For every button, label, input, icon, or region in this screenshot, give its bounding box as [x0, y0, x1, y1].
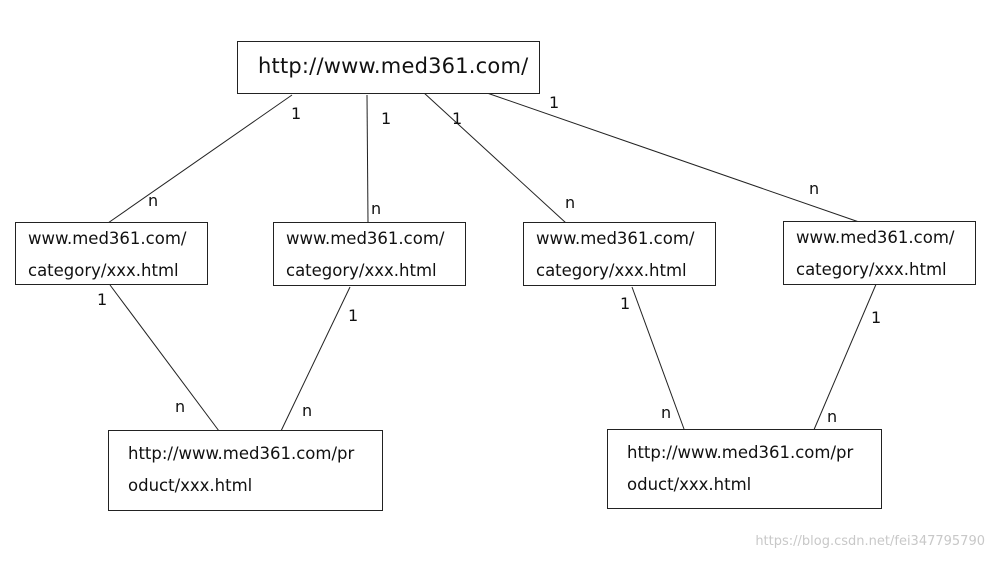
edge7-many-label: n	[661, 403, 672, 422]
edge2-one-label: 1	[381, 109, 392, 128]
edge6-many-label: n	[302, 401, 313, 420]
edge4-many-label: n	[809, 179, 820, 198]
category-url-line2: category/xxx.html	[28, 261, 179, 280]
edge7-one-label: 1	[620, 294, 631, 313]
edge3-many-label: n	[565, 193, 576, 212]
edge-cat4-prod2	[812, 281, 878, 433]
category-url-line1: www.med361.com/	[536, 229, 695, 248]
product-url-line1: http://www.med361.com/pr	[627, 443, 854, 462]
edge8-many-label: n	[827, 407, 838, 426]
edge4-one-label: 1	[549, 93, 560, 112]
category-node-3: www.med361.com/ category/xxx.html	[523, 222, 716, 286]
category-node-1: www.med361.com/ category/xxx.html	[15, 222, 208, 285]
product-url-line1: http://www.med361.com/pr	[128, 444, 355, 463]
category-url-line1: www.med361.com/	[796, 228, 955, 247]
watermark: https://blog.csdn.net/fei347795790	[755, 534, 985, 549]
edge-cat3-prod2	[631, 286, 685, 430]
edge-root-cat3	[422, 91, 567, 224]
root-url: http://www.med361.com/	[258, 54, 529, 78]
product-url-line2: oduct/xxx.html	[627, 475, 752, 494]
edge8-one-label: 1	[871, 308, 882, 327]
product-node-1: http://www.med361.com/pr oduct/xxx.html	[108, 430, 383, 511]
edge-cat2-prod1	[280, 286, 351, 432]
product-node-2: http://www.med361.com/pr oduct/xxx.html	[607, 429, 882, 509]
category-url-line1: www.med361.com/	[28, 229, 187, 248]
category-url-line2: category/xxx.html	[286, 261, 437, 280]
product-url-line2: oduct/xxx.html	[128, 476, 253, 495]
edge1-many-label: n	[148, 191, 159, 210]
category-node-2: www.med361.com/ category/xxx.html	[273, 222, 466, 286]
edge6-one-label: 1	[348, 306, 359, 325]
edge3-one-label: 1	[452, 109, 463, 128]
edge5-many-label: n	[175, 397, 186, 416]
edge1-one-label: 1	[291, 104, 302, 123]
edge2-many-label: n	[371, 199, 382, 218]
edge-root-cat1	[107, 94, 293, 224]
category-url-line1: www.med361.com/	[286, 229, 445, 248]
category-node-4: www.med361.com/ category/xxx.html	[783, 221, 976, 285]
edge-root-cat2	[366, 94, 369, 224]
root-node: http://www.med361.com/	[237, 41, 540, 94]
edge-cat1-prod1	[109, 284, 220, 432]
edge-root-cat4	[486, 92, 860, 223]
category-url-line2: category/xxx.html	[536, 261, 687, 280]
category-url-line2: category/xxx.html	[796, 260, 947, 279]
edge5-one-label: 1	[97, 290, 108, 309]
